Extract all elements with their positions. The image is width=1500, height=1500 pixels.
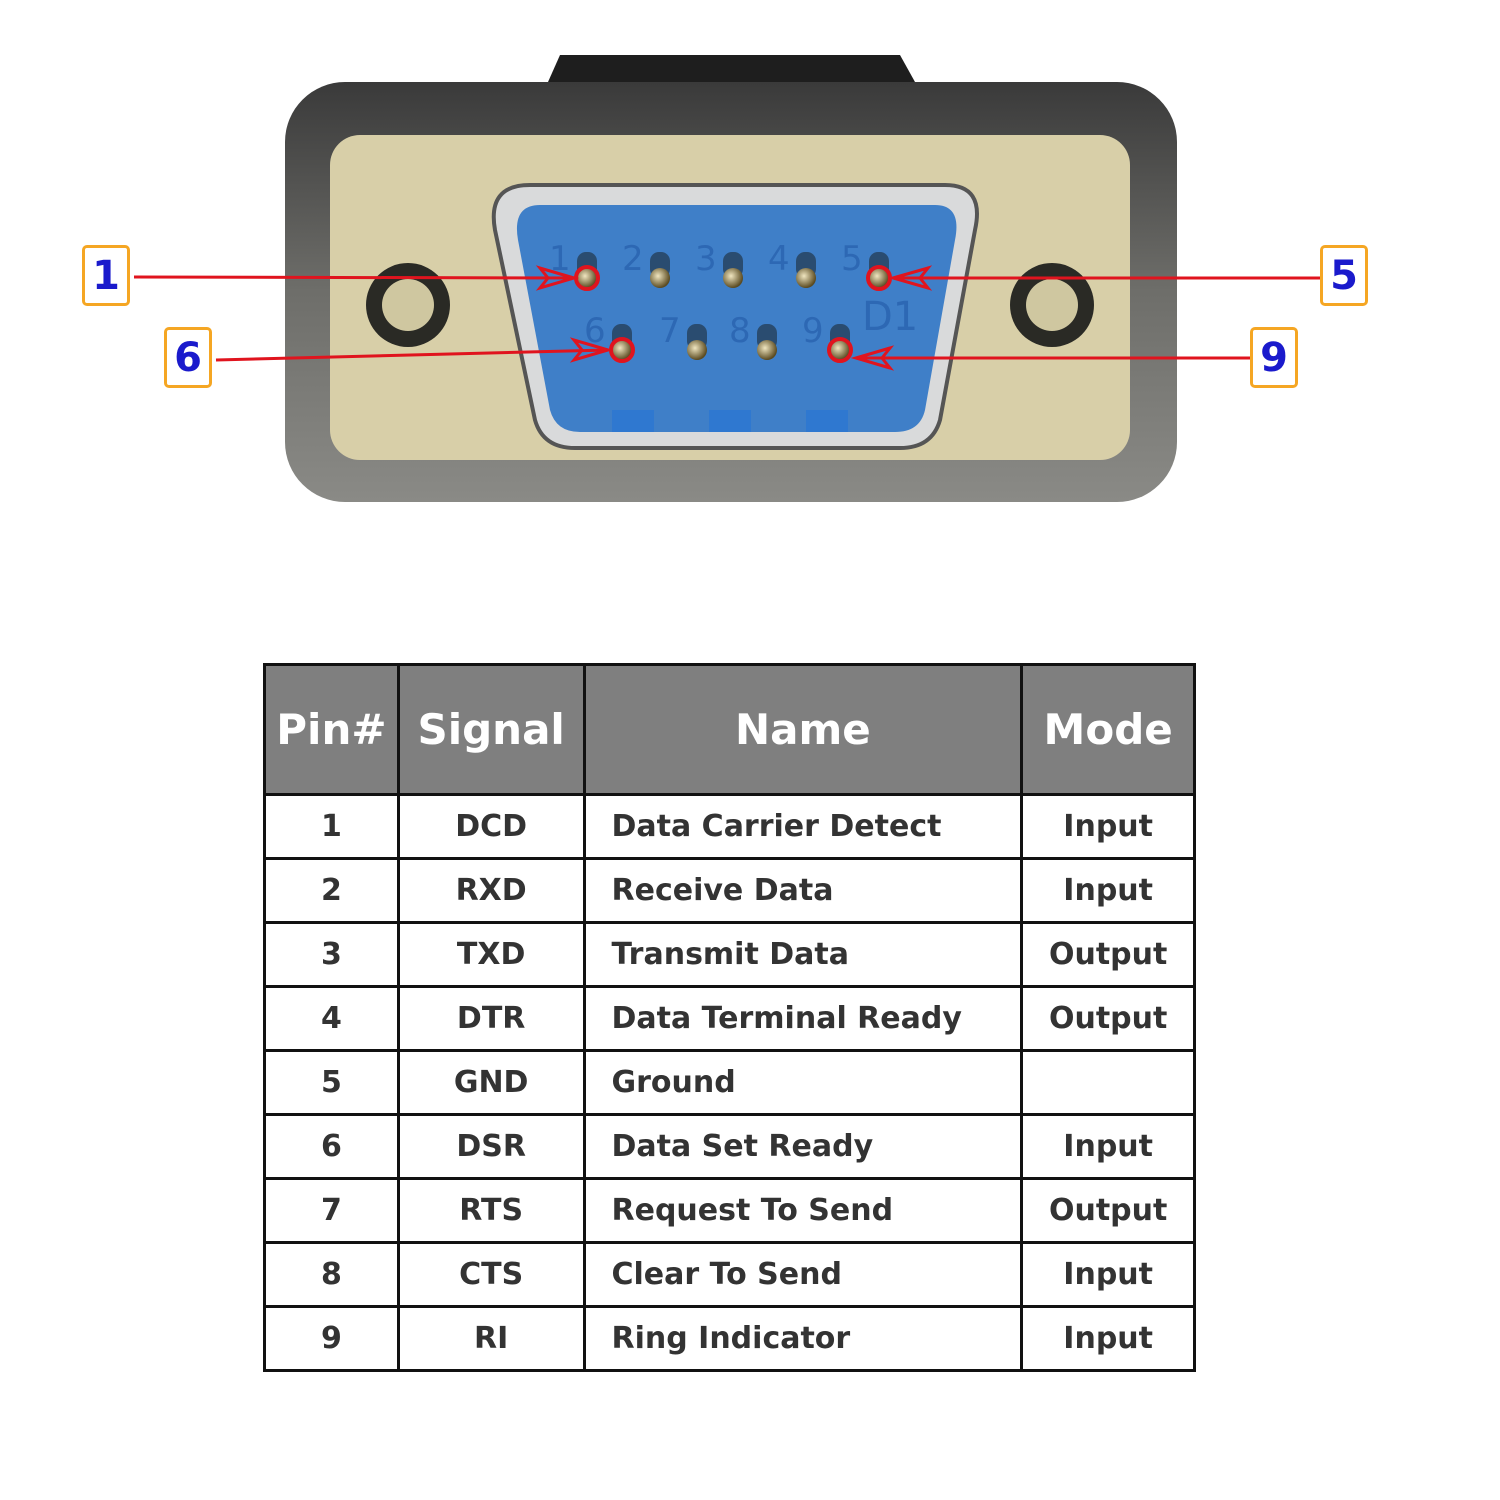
pin-1: [577, 268, 597, 288]
pin-5: [869, 268, 889, 288]
d-sub-insulator: [516, 205, 957, 432]
callout-pin-5: 5: [1320, 245, 1368, 306]
pin-3: [723, 268, 743, 288]
cell-mode: Input: [1020, 1305, 1196, 1372]
arrowhead-pin5: [887, 265, 933, 291]
pin-number-label: 6: [584, 311, 606, 351]
cell-pin: 2: [263, 857, 400, 924]
cell-pin: 5: [263, 1049, 400, 1116]
db9-connector-illustration: 1 2 3 4 5 6 7 8 9 D1: [133, 55, 1320, 502]
connector-marking: D1: [862, 294, 918, 340]
pin-number-label: 8: [729, 311, 751, 351]
cell-pin: 6: [263, 1113, 400, 1180]
cell-pin: 8: [263, 1241, 400, 1308]
cell-signal: RTS: [396, 1177, 586, 1244]
pin-9: [830, 340, 850, 360]
cell-name: Ring Indicator: [582, 1305, 1024, 1372]
cell-name: Clear To Send: [582, 1241, 1024, 1308]
cell-signal: DTR: [396, 985, 586, 1052]
cell-signal: CTS: [396, 1241, 586, 1308]
pin-6: [612, 340, 632, 360]
arrowhead-pin1: [535, 265, 580, 291]
cell-mode: Input: [1020, 1241, 1196, 1308]
cell-signal: GND: [396, 1049, 586, 1116]
arrowhead-pin6: [569, 337, 614, 363]
cell-mode: Input: [1020, 793, 1196, 860]
cell-pin: 7: [263, 1177, 400, 1244]
pin-number-label: 7: [659, 311, 681, 351]
cell-signal: RXD: [396, 857, 586, 924]
cell-mode: [1020, 1049, 1196, 1116]
cell-pin: 9: [263, 1305, 400, 1372]
header-name: Name: [582, 663, 1024, 796]
pin-7: [687, 340, 707, 360]
insulator-key: [806, 410, 848, 432]
pin-highlight-ring: [827, 337, 853, 363]
header-pin: Pin#: [263, 663, 400, 796]
cell-pin: 4: [263, 985, 400, 1052]
screw-right-head: [1026, 279, 1078, 331]
arrow-pin6: [215, 348, 609, 362]
callout-pin-9: 9: [1250, 327, 1298, 388]
cell-pin: 3: [263, 921, 400, 988]
cell-name: Receive Data: [582, 857, 1024, 924]
cell-signal: RI: [396, 1305, 586, 1372]
pin-number-label: 3: [695, 239, 717, 279]
pin-8: [757, 340, 777, 360]
pin-number-label: 1: [549, 239, 571, 279]
callout-arrows: [133, 265, 1320, 371]
cell-name: Request To Send: [582, 1177, 1024, 1244]
insulator-key: [612, 410, 654, 432]
cell-pin: 1: [263, 793, 400, 860]
cell-name: Ground: [582, 1049, 1024, 1116]
arrowhead-pin9: [850, 345, 895, 371]
pin-number-label: 9: [802, 311, 824, 351]
cell-mode: Output: [1020, 1177, 1196, 1244]
cell-name: Transmit Data: [582, 921, 1024, 988]
callout-pin-6: 6: [164, 327, 212, 388]
pin-number-label: 5: [841, 239, 863, 279]
cell-mode: Output: [1020, 921, 1196, 988]
cell-mode: Input: [1020, 857, 1196, 924]
pin-number-label: 2: [622, 239, 644, 279]
arrow-pin1: [133, 275, 575, 280]
cell-name: Data Carrier Detect: [582, 793, 1024, 860]
pin-2: [650, 268, 670, 288]
cell-mode: Output: [1020, 985, 1196, 1052]
cell-mode: Input: [1020, 1113, 1196, 1180]
pin-4: [796, 268, 816, 288]
insulator-key: [709, 410, 751, 432]
cell-signal: DSR: [396, 1113, 586, 1180]
header-signal: Signal: [396, 663, 586, 796]
header-mode: Mode: [1020, 663, 1196, 796]
screw-left-head: [382, 279, 434, 331]
cell-signal: DCD: [396, 793, 586, 860]
cell-name: Data Terminal Ready: [582, 985, 1024, 1052]
table-header-row: Pin# Signal Name Mode: [263, 663, 1196, 796]
cell-name: Data Set Ready: [582, 1113, 1024, 1180]
pin-number-label: 4: [768, 239, 790, 279]
cell-signal: TXD: [396, 921, 586, 988]
callout-pin-1: 1: [82, 245, 130, 306]
